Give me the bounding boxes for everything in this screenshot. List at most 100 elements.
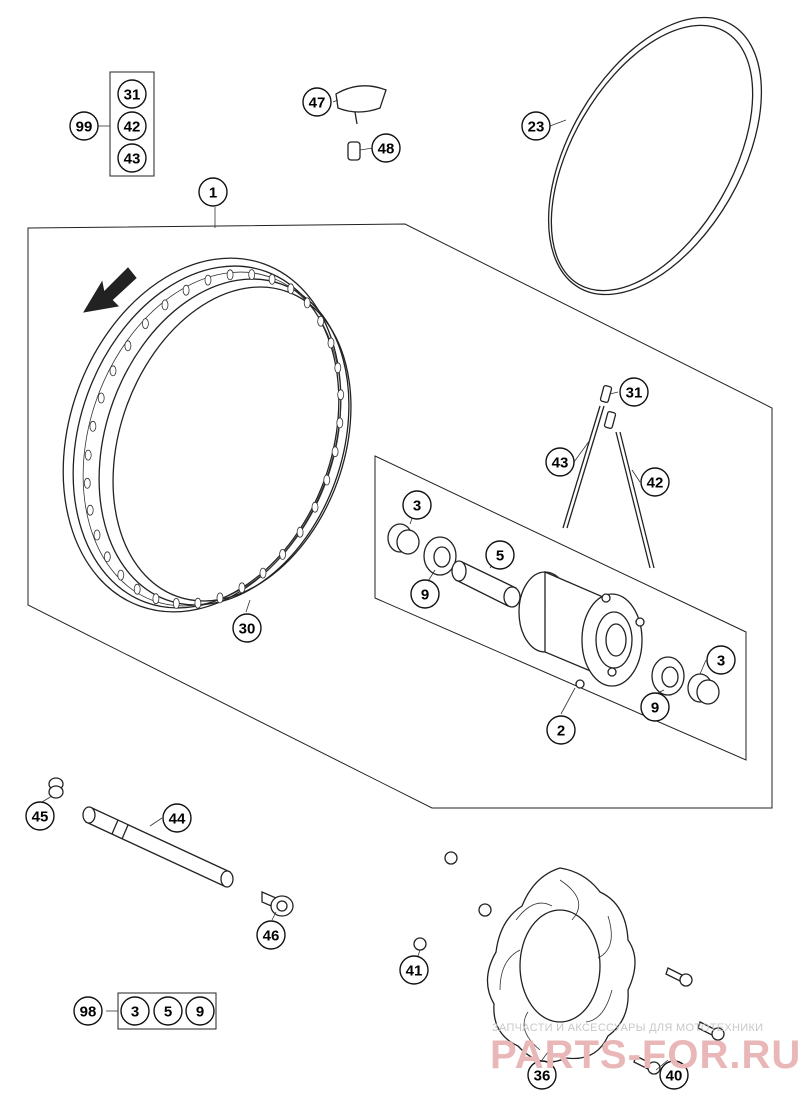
- spoke-hole: [337, 389, 345, 401]
- watermark-brand: PARTS-FOR.RU: [490, 1033, 800, 1077]
- watermark-tagline: ЗАПЧАСТИ И АКСЕССУАРЫ ДЛЯ МОТОТЕХНИКИ: [492, 1022, 763, 1034]
- spoke-hole: [331, 446, 339, 458]
- callout-label: 31: [124, 87, 141, 104]
- callout-circle: [640, 692, 670, 722]
- callout-label: 9: [196, 1004, 204, 1021]
- callout-label: 2: [557, 723, 565, 740]
- spoke-hole: [172, 598, 180, 609]
- axle-nut: [48, 777, 64, 799]
- spoke-hole: [84, 449, 92, 461]
- spoke-hole: [238, 582, 246, 594]
- callout-c9c: 9: [185, 996, 215, 1026]
- distance-sleeve: [451, 560, 521, 608]
- spoke-hole: [323, 474, 331, 486]
- callout-c31a: 31: [117, 79, 147, 109]
- callout-c41: 41: [399, 955, 429, 985]
- callout-label: 9: [421, 587, 429, 604]
- callout-label: 30: [239, 621, 256, 638]
- callout-circle: [25, 801, 55, 831]
- callout-c9a: 9: [410, 579, 440, 609]
- callout-label: 36: [534, 1068, 551, 1085]
- callout-label: 3: [717, 653, 725, 670]
- axle: [82, 806, 234, 888]
- spoke-hole: [259, 567, 267, 579]
- callout-label: 23: [528, 119, 545, 136]
- callout-circle: [153, 996, 183, 1026]
- spoke-hole: [216, 592, 224, 604]
- valve-cap: [335, 85, 387, 125]
- callout-circle: [198, 177, 228, 207]
- callout-circle: [485, 540, 515, 570]
- callout-circle: [69, 111, 99, 141]
- disc-bolts: [633, 967, 725, 1075]
- callout-c30: 30: [232, 613, 262, 643]
- callout-circle: [256, 920, 286, 950]
- spoke-hole: [336, 417, 344, 429]
- callout-label: 31: [626, 385, 643, 402]
- spoke-hole: [279, 549, 287, 560]
- spoke-hole: [311, 501, 319, 513]
- collar-bolt: [261, 891, 294, 917]
- callout-circle: [232, 613, 262, 643]
- spoke-hole: [327, 337, 335, 349]
- spoke-hole: [268, 273, 276, 285]
- callout-c3b: 3: [706, 645, 736, 675]
- callout-circle: [185, 996, 215, 1026]
- callout-c44: 44: [162, 803, 192, 833]
- spacer-right: [687, 673, 720, 705]
- callout-c31b: 31: [619, 377, 649, 407]
- spoke-hole: [109, 365, 117, 377]
- bearing-right: [651, 656, 685, 696]
- callout-label: 42: [124, 119, 141, 136]
- valve-insert: [347, 141, 361, 161]
- callout-c3a: 3: [402, 490, 432, 520]
- callout-circle: [117, 143, 147, 173]
- callout-circle: [402, 490, 432, 520]
- callout-label: 42: [647, 475, 664, 492]
- bearing-left: [423, 536, 457, 576]
- callout-label: 5: [496, 548, 504, 565]
- spoke-hole: [133, 583, 141, 595]
- callout-c2: 2: [546, 715, 576, 745]
- callout-label: 3: [131, 1004, 139, 1021]
- callout-c36: 36: [527, 1060, 557, 1090]
- spoke-hole: [194, 597, 202, 609]
- assembly-frame-wheel: [27, 223, 773, 809]
- spoke-hole: [287, 283, 295, 295]
- callout-circle: [619, 377, 649, 407]
- spoke-hole: [248, 269, 256, 281]
- callout-c47: 47: [302, 87, 332, 117]
- callout-c5: 5: [485, 540, 515, 570]
- callout-label: 5: [164, 1004, 172, 1021]
- callout-label: 46: [263, 928, 280, 945]
- callout-circle: [410, 579, 440, 609]
- callout-c40: 40: [659, 1060, 689, 1090]
- callout-c42b: 42: [640, 467, 670, 497]
- spokes: [562, 385, 655, 569]
- callout-label: 3: [413, 498, 421, 515]
- callout-circle: [120, 996, 150, 1026]
- callout-c9b: 9: [640, 692, 670, 722]
- callout-circle: [371, 133, 401, 163]
- spoke-hole: [182, 284, 190, 296]
- brake-disc: [486, 867, 636, 1063]
- callout-circle: [545, 447, 575, 477]
- callout-c23: 23: [521, 111, 551, 141]
- spoke-hole: [152, 593, 160, 605]
- callout-label: 43: [552, 455, 569, 472]
- callout-label: 9: [651, 700, 659, 717]
- callout-label: 1: [209, 185, 217, 202]
- spoke-hole: [89, 420, 97, 432]
- spoke-hole: [317, 315, 325, 327]
- spoke-hole: [83, 477, 91, 489]
- callout-label: 40: [666, 1068, 683, 1085]
- spacer-left: [387, 523, 420, 555]
- callout-c43b: 43: [545, 447, 575, 477]
- rotation-arrow-icon: [83, 267, 137, 313]
- spoke-hole: [161, 299, 169, 311]
- callout-circle: [640, 467, 670, 497]
- callout-c48: 48: [371, 133, 401, 163]
- callout-circle: [521, 111, 551, 141]
